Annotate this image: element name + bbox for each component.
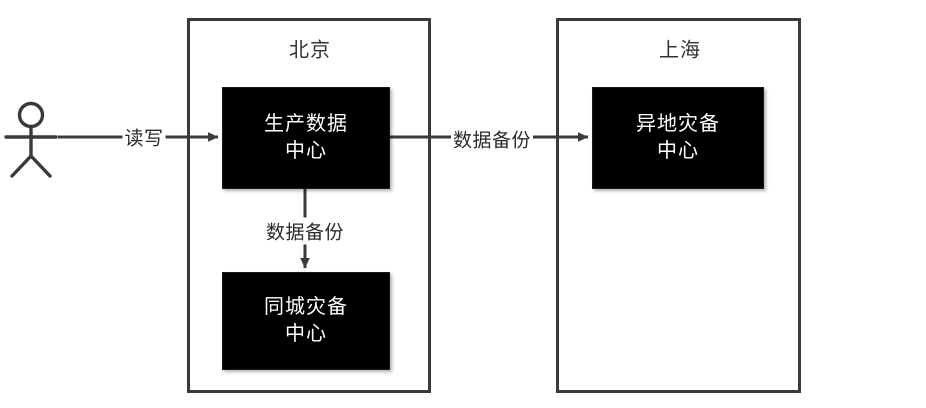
- edge-label-data-backup-same-city: 数据备份: [263, 217, 347, 245]
- edge-label-read-write: 读写: [122, 123, 166, 151]
- node-label-remote-dr-center: 异地灾备 中心: [636, 113, 720, 162]
- node-label-production-data-center: 生产数据 中心: [264, 113, 348, 162]
- node-production-data-center[interactable]: 生产数据 中心: [222, 87, 390, 189]
- zone-container-beijing: [187, 18, 431, 393]
- node-remote-dr-center[interactable]: 异地灾备 中心: [592, 87, 764, 189]
- zone-title-beijing: 北京: [289, 39, 331, 62]
- edge-label-data-backup-remote: 数据备份: [450, 125, 534, 153]
- node-same-city-dr-center[interactable]: 同城灾备 中心: [222, 272, 390, 370]
- user-actor-icon: [4, 101, 58, 178]
- zone-container-shanghai: [556, 18, 801, 393]
- node-label-same-city-dr-center: 同城灾备 中心: [264, 296, 348, 345]
- zone-title-shanghai: 上海: [659, 39, 701, 62]
